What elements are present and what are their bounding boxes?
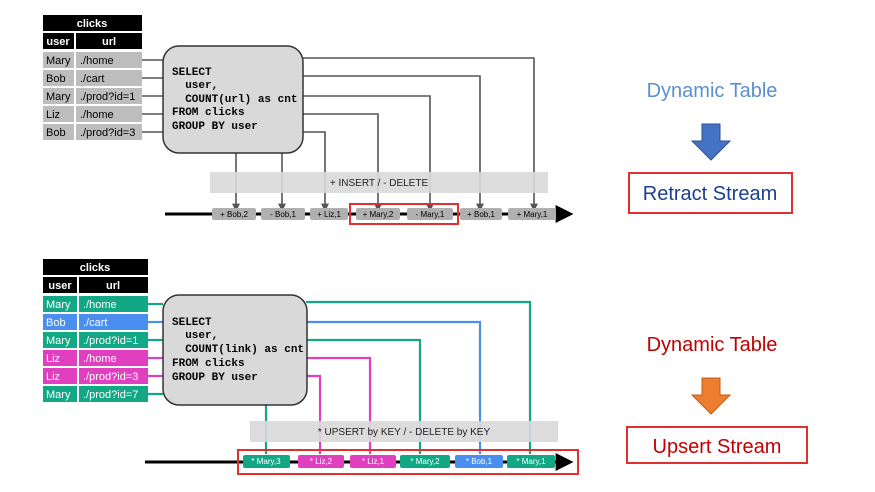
bottom-stream-tokens: * Mary,3 * Liz,2 * Liz,1 * Mary,2 * Bob,… [243, 455, 555, 468]
top-col-user: user [46, 36, 70, 48]
top-row-url: ./home [80, 109, 114, 121]
bottom-row-url: ./home [83, 299, 117, 311]
bottom-query-line: SELECT [172, 317, 212, 329]
down-arrow-icon [690, 123, 732, 161]
stream-token: * Mary,3 [251, 457, 281, 466]
bottom-row-user: Mary [46, 335, 71, 347]
bottom-row-user: Mary [46, 299, 71, 311]
bottom-query-box: SELECT user, COUNT(link) as cnt FROM cli… [162, 294, 308, 406]
stream-token: + Mary,2 [363, 210, 394, 219]
bottom-query-line: user, [172, 330, 218, 342]
bottom-row-user: Mary [46, 389, 71, 401]
top-query-line: GROUP BY user [172, 121, 258, 133]
top-table-title: clicks [77, 18, 108, 30]
bottom-band-label: * UPSERT by KEY / - DELETE by KEY [318, 427, 491, 438]
top-query-line: user, [172, 80, 218, 92]
top-row-user: Mary [46, 91, 71, 103]
top-row-url: ./cart [80, 73, 104, 85]
top-row-user: Bob [46, 73, 66, 85]
stream-token: + Bob,2 [220, 210, 248, 219]
top-query-box: SELECT user, COUNT(url) as cnt FROM clic… [162, 45, 304, 154]
top-query-line: COUNT(url) as cnt [172, 94, 297, 106]
stream-token: + Bob,1 [467, 210, 495, 219]
top-band-label: + INSERT / - DELETE [330, 178, 429, 189]
bottom-query-line: FROM clicks [172, 358, 245, 370]
stream-token: * Mary,1 [516, 457, 546, 466]
right-panel: Dynamic Table Retract Stream Dynamic Tab… [626, 80, 808, 464]
stream-token: * Liz,1 [362, 457, 385, 466]
bottom-query-line: GROUP BY user [172, 372, 258, 384]
bottom-row-url: ./prod?id=1 [83, 335, 138, 347]
bottom-col-user: user [48, 280, 72, 292]
bottom-table-rows: Mary ./home Bob ./cart Mary ./prod?id=1 … [43, 296, 148, 402]
top-col-url: url [102, 36, 116, 48]
stream-token: * Bob,1 [466, 457, 493, 466]
bottom-table-title: clicks [80, 262, 111, 274]
stream-token: - Mary,1 [416, 210, 445, 219]
bottom-section: clicks user url Mary ./home Bob ./cart M… [43, 259, 579, 475]
bottom-upsert-highlight [237, 449, 579, 475]
top-query-line: FROM clicks [172, 107, 245, 119]
bottom-dynamic-table-label: Dynamic Table [647, 334, 778, 356]
retract-stream-label: Retract Stream [643, 183, 777, 205]
top-stream-tokens: + Bob,2 - Bob,1 + Liz,1 + Mary,2 - Mary,… [212, 208, 556, 220]
upsert-stream-label: Upsert Stream [653, 436, 782, 458]
top-query-line: SELECT [172, 67, 212, 79]
top-row-url: ./prod?id=3 [80, 127, 135, 139]
bottom-row-user: Liz [46, 371, 60, 383]
top-row-url: ./prod?id=1 [80, 91, 135, 103]
top-clicks-table: clicks user url [43, 15, 142, 49]
bottom-col-url: url [106, 280, 120, 292]
top-retract-highlight [349, 203, 459, 225]
bottom-row-url: ./prod?id=7 [83, 389, 138, 401]
down-arrow-icon [690, 377, 732, 415]
top-row-user: Bob [46, 127, 66, 139]
bottom-row-user: Liz [46, 353, 60, 365]
stream-token: + Mary,1 [517, 210, 548, 219]
bottom-query-line: COUNT(link) as cnt [172, 344, 304, 356]
top-section: clicks user url Mary ./home Bob ./cart M… [43, 15, 574, 225]
top-table-rows: Mary ./home Bob ./cart Mary ./prod?id=1 … [43, 52, 142, 140]
top-dynamic-table-label: Dynamic Table [647, 80, 778, 102]
stream-token: * Mary,2 [410, 457, 440, 466]
top-row-user: Liz [46, 109, 60, 121]
stream-token: - Bob,1 [270, 210, 296, 219]
stream-token: * Liz,2 [310, 457, 333, 466]
top-row-url: ./home [80, 55, 114, 67]
bottom-row-url: ./home [83, 353, 117, 365]
bottom-row-url: ./prod?id=3 [83, 371, 138, 383]
bottom-clicks-table: clicks user url [43, 259, 148, 293]
bottom-row-url: ./cart [83, 317, 107, 329]
stream-token: + Liz,1 [317, 210, 341, 219]
bottom-row-user: Bob [46, 317, 66, 329]
top-row-user: Mary [46, 55, 71, 67]
